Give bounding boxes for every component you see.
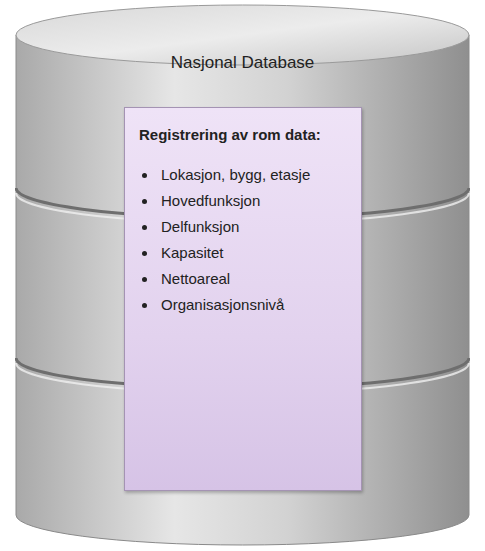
list-item: Hovedfunksjon [161,192,260,209]
bullet-dot [142,225,147,230]
info-box: Registrering av rom data: Lokasjon, bygg,… [124,107,362,491]
list-item: Nettoareal [161,270,230,287]
bullet-dot [142,251,147,256]
bullet-dot [142,199,147,204]
box-heading: Registrering av rom data: [139,126,321,143]
bullet-dot [142,173,147,178]
list-item: Organisasjonsnivå [161,296,284,313]
list-item: Delfunksjon [161,218,239,235]
bullet-dot [142,303,147,308]
bullet-dot [142,277,147,282]
list-item: Lokasjon, bygg, etasje [161,166,310,183]
list-item: Kapasitet [161,244,224,261]
database-title: Nasjonal Database [15,53,470,73]
database-node: Nasjonal DatabaseRegistrering av rom dat… [15,3,470,548]
